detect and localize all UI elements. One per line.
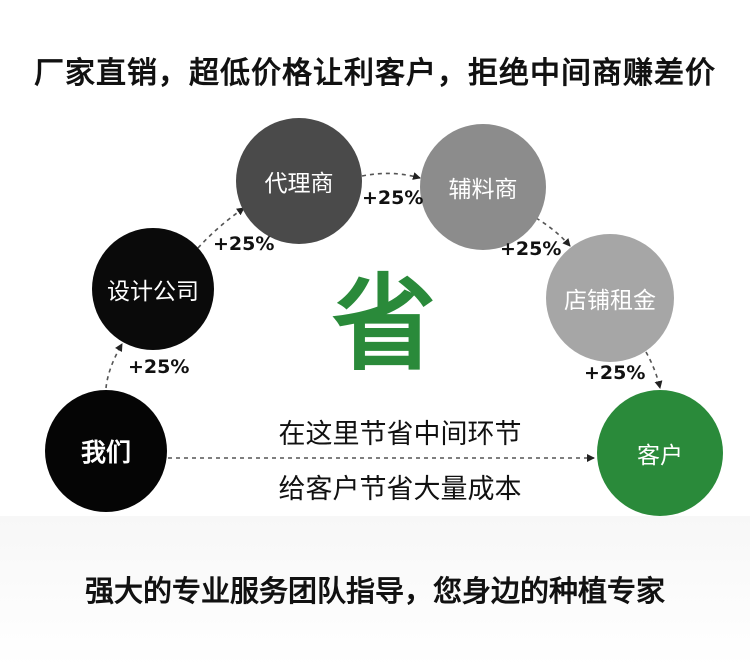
arrow-us-to-design — [105, 343, 123, 389]
markup-label: +25% — [213, 233, 275, 255]
node-customer: 客户 — [597, 390, 723, 516]
markup-label: +25% — [584, 362, 646, 384]
center-text-line1: 在这里节省中间环节 — [278, 419, 522, 450]
markup-label: +25% — [500, 238, 562, 260]
node-design-company: 设计公司 — [92, 228, 214, 350]
center-text-line2: 给客户节省大量成本 — [278, 474, 522, 505]
node-agent: 代理商 — [236, 118, 362, 244]
footer-band — [0, 516, 750, 667]
node-accessory-supplier: 辅料商 — [420, 124, 546, 250]
node-store-rent: 店铺租金 — [546, 234, 674, 362]
save-character: 省 — [331, 263, 436, 385]
footer-slogan: 强大的专业服务团队指导，您身边的种植专家 — [84, 574, 665, 608]
node-us: 我们 — [45, 390, 167, 512]
markup-label: +25% — [128, 356, 190, 378]
arrow-rent-to-customer — [645, 351, 663, 389]
arrow-accessory-to-rent — [535, 217, 571, 247]
arrow-agent-to-accessory — [361, 172, 421, 180]
headline: 厂家直销，超低价格让利客户，拒绝中间商赚差价 — [34, 56, 716, 91]
markup-label: +25% — [362, 187, 424, 209]
